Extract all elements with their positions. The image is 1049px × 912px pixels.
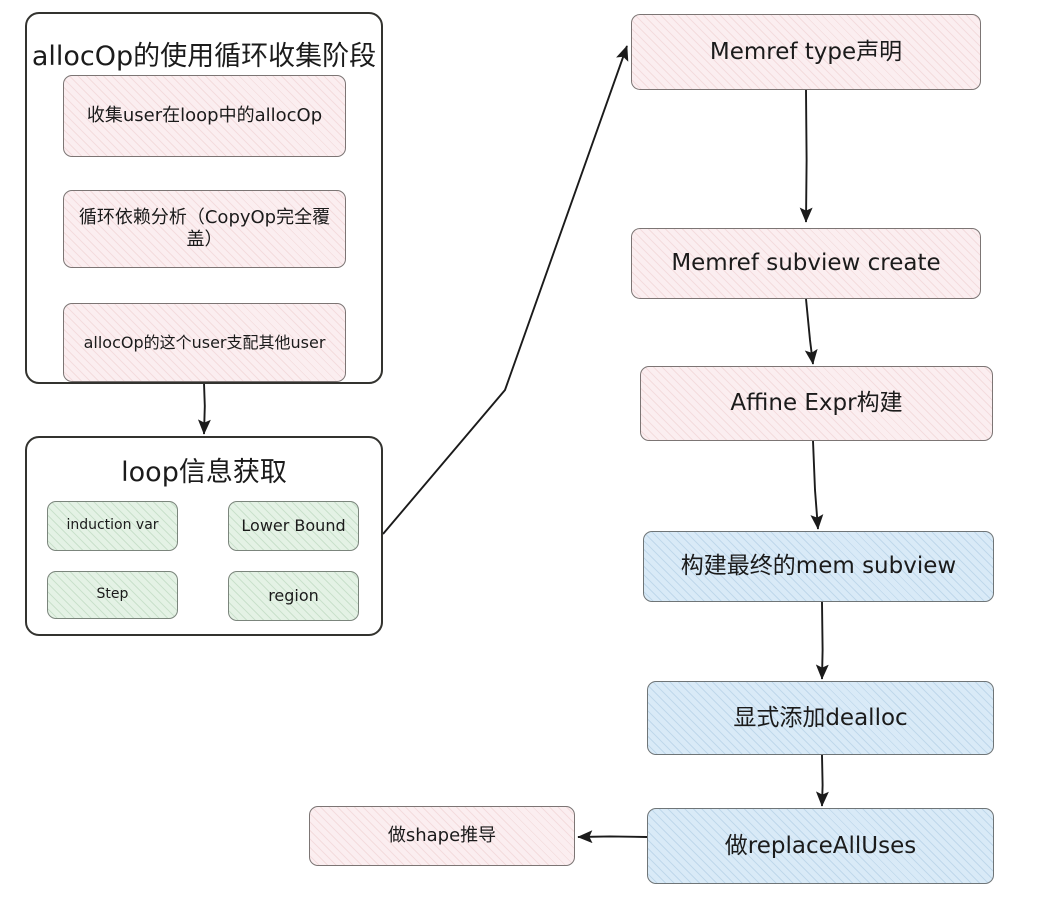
node-loop-dependency-analysis[interactable]: 循环依赖分析（CopyOp完全覆盖）	[63, 190, 346, 268]
node-affine-expr-build[interactable]: Affine Expr构建	[640, 366, 993, 441]
edge-alloc-to-loop	[197, 382, 211, 435]
node-memref-type-declaration[interactable]: Memref type声明	[631, 14, 981, 90]
node-shape-inference[interactable]: 做shape推导	[309, 806, 575, 866]
edge-step2-to-step3	[804, 298, 818, 365]
node-allocop-user-dominates[interactable]: allocOp的这个user支配其他user	[63, 303, 346, 382]
node-build-final-mem-subview[interactable]: 构建最终的mem subview	[643, 531, 994, 602]
node-replace-all-uses[interactable]: 做replaceAllUses	[647, 808, 994, 884]
edge-step6-to-branch	[577, 830, 648, 844]
group-alloc-stage-title: allocOp的使用循环收集阶段	[31, 41, 377, 72]
node-memref-subview-create[interactable]: Memref subview create	[631, 228, 981, 299]
node-collect-user-allocop[interactable]: 收集user在loop中的allocOp	[63, 75, 346, 157]
edge-step1-to-step2	[799, 89, 813, 223]
node-add-dealloc[interactable]: 显式添加dealloc	[647, 681, 994, 755]
edge-step5-to-step6	[815, 754, 829, 807]
node-lower-bound[interactable]: Lower Bound	[228, 501, 359, 551]
edge-step3-to-step4	[810, 440, 824, 530]
node-induction-var[interactable]: induction var	[47, 501, 178, 551]
node-region[interactable]: region	[228, 571, 359, 621]
edge-loop-to-memref-type	[382, 45, 629, 535]
edge-step4-to-step5	[815, 601, 829, 680]
node-step[interactable]: Step	[47, 571, 178, 619]
group-loop-info-title: loop信息获取	[121, 457, 287, 488]
